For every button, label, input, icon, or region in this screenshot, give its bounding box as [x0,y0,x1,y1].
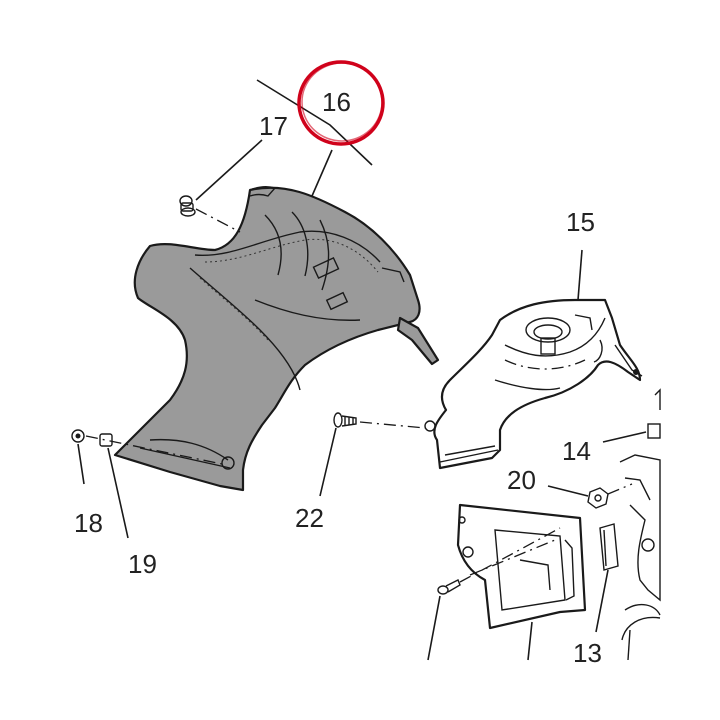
callout-14: 14 [562,436,591,466]
part-13-pad[interactable] [599,523,619,571]
callout-15: 15 [566,207,595,237]
leader-13 [595,569,609,633]
rivet-17-alignment-line [195,208,241,233]
part-20-nut[interactable] [587,487,609,509]
leader-lines [77,79,647,661]
leader-15 [577,249,583,301]
frame-right-partial [619,388,661,661]
part-14-clip[interactable] [647,423,661,439]
leader-16-bracket [256,79,373,166]
leader-cover-plate [527,621,533,661]
nut-20-alignment-line [607,483,633,495]
leader-22 [319,427,337,497]
leader-16 [311,149,333,197]
part-18-washer[interactable] [71,429,85,443]
leader-19 [107,447,129,539]
callout-17: 17 [259,111,288,141]
part-22-screw[interactable] [333,412,357,428]
callout-20: 20 [507,465,536,495]
highlight-circle-16 [297,60,385,146]
callout-13: 13 [573,638,602,668]
leader-bottom-screw [427,595,441,661]
callout-22: 22 [295,503,324,533]
plate-alignment-line [469,539,556,576]
leader-18 [77,443,85,485]
part-19-spacer[interactable] [99,433,113,447]
bottom-screw-alignment-line [459,527,561,583]
cover-plate[interactable] [456,503,587,630]
leader-20 [547,485,589,497]
callout-19: 19 [128,549,157,579]
part-17-rivet[interactable] [179,195,196,217]
leader-14 [602,431,647,443]
part-15-housing[interactable] [424,298,643,470]
leader-17 [195,139,263,201]
part-16-chute[interactable] [113,185,440,492]
screw-22-alignment-line [359,421,426,429]
bottom-screw[interactable] [437,579,461,595]
callout-16: 16 [322,87,351,117]
callout-18: 18 [74,508,103,538]
